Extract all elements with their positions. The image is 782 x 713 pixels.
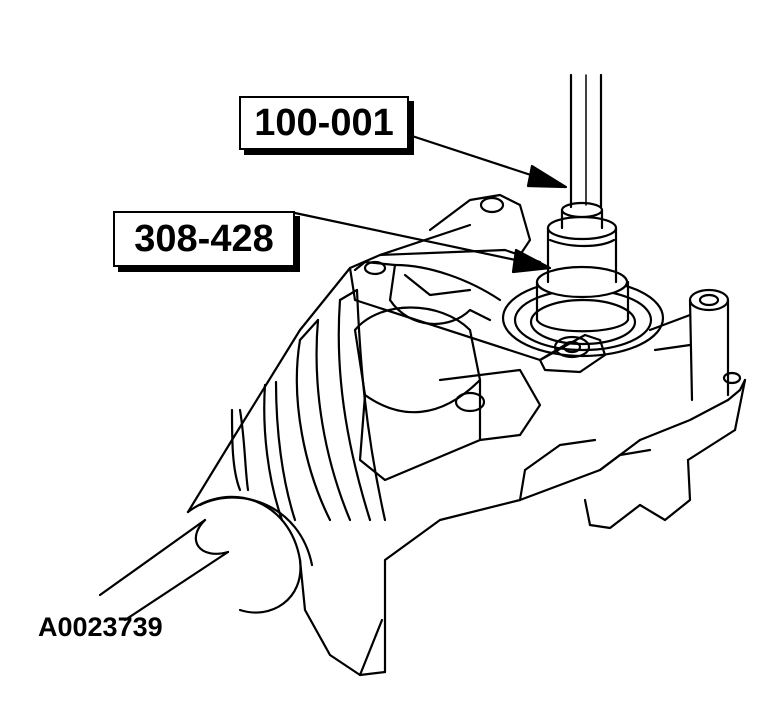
housing-ribs xyxy=(230,288,387,522)
installer-handle xyxy=(560,73,604,230)
leader-308-428 xyxy=(293,211,552,274)
leader-100-001 xyxy=(407,133,568,189)
housing-pocket xyxy=(353,306,542,482)
seal-installer-tool xyxy=(535,215,630,333)
callout-tool-308-428: 308-428 xyxy=(113,211,295,267)
callout-tool-100-001: 100-001 xyxy=(239,96,409,150)
housing-body xyxy=(186,223,747,677)
mounting-boss-right xyxy=(648,288,742,402)
figure-id-label: A0023739 xyxy=(38,612,163,642)
axle-tube xyxy=(98,495,314,622)
mounting-flange xyxy=(353,193,532,326)
